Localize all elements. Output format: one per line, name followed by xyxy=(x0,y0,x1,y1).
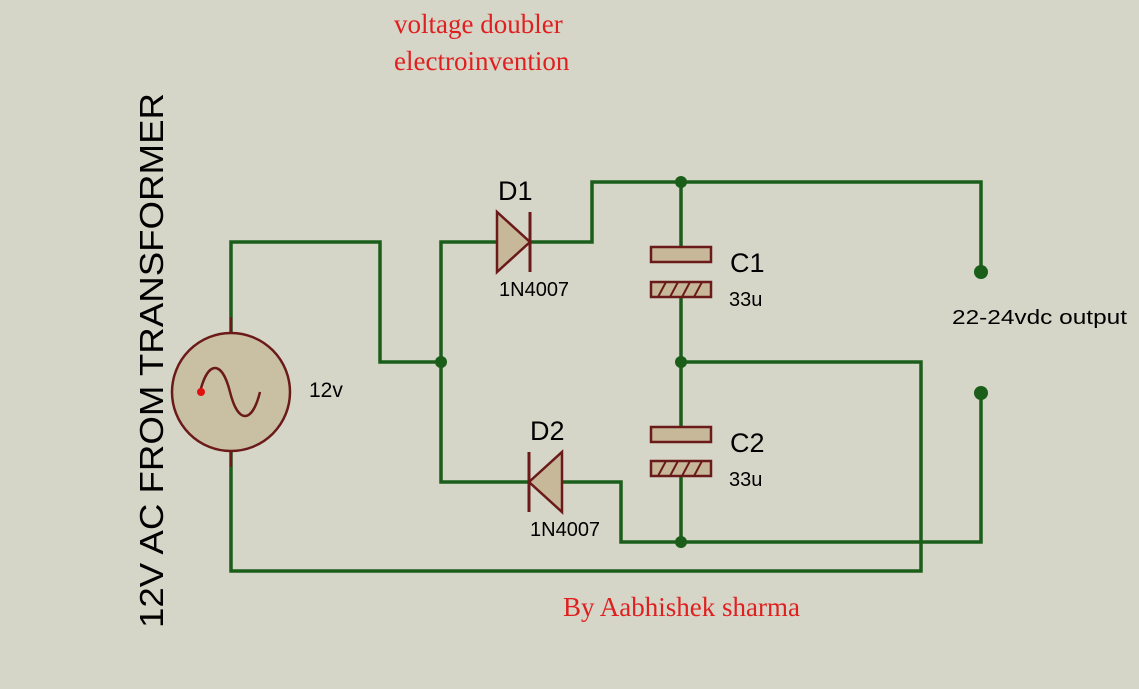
d2-ref-label: D2 xyxy=(530,416,565,446)
c2-hatch xyxy=(657,460,703,477)
wire-d1-anode xyxy=(439,240,499,364)
c2-plate-positive xyxy=(649,425,713,444)
d1-ref-label: D1 xyxy=(498,176,533,206)
source-pin-marker xyxy=(197,388,205,396)
capacitor-c1 xyxy=(649,245,713,299)
sine-wave-icon xyxy=(198,367,262,417)
diode-d1-triangle xyxy=(495,209,532,275)
title-line-1: voltage doubler xyxy=(394,9,563,39)
c2-value-label: 33u xyxy=(729,469,762,491)
junction-dot xyxy=(675,356,687,368)
title-line-2: electroinvention xyxy=(394,46,570,76)
diode-d1 xyxy=(495,209,532,275)
wire-d1-cathode xyxy=(528,180,983,274)
c1-plate-positive xyxy=(649,245,713,264)
junction-dot xyxy=(435,356,447,368)
output-terminal-positive xyxy=(974,265,988,279)
diode-d2-triangle xyxy=(527,449,564,515)
wire-d2-cathode xyxy=(439,360,531,484)
source-value-label: 12v xyxy=(309,379,343,402)
output-label: 22-24vdc output xyxy=(952,307,1128,329)
wire-source-bottom xyxy=(229,360,923,573)
c1-value-label: 33u xyxy=(729,289,762,311)
wire-d2-anode xyxy=(560,391,983,544)
wire-source-top xyxy=(229,240,443,364)
capacitor-c2 xyxy=(649,425,713,478)
ac-source xyxy=(170,317,292,467)
junction-dot xyxy=(675,536,687,548)
wires xyxy=(229,180,983,573)
output-terminal-negative xyxy=(974,386,988,400)
c2-ref-label: C2 xyxy=(730,428,765,458)
d1-part-label: 1N4007 xyxy=(499,279,569,301)
c1-ref-label: C1 xyxy=(730,248,765,278)
diode-d2 xyxy=(527,449,564,515)
c1-hatch xyxy=(657,281,703,298)
junction-dot xyxy=(675,176,687,188)
junctions xyxy=(435,176,988,548)
author-credit: By Aabhishek sharma xyxy=(563,592,800,622)
source-side-label: 12V AC FROM TRANSFORMER xyxy=(133,93,170,628)
d2-part-label: 1N4007 xyxy=(530,519,600,541)
